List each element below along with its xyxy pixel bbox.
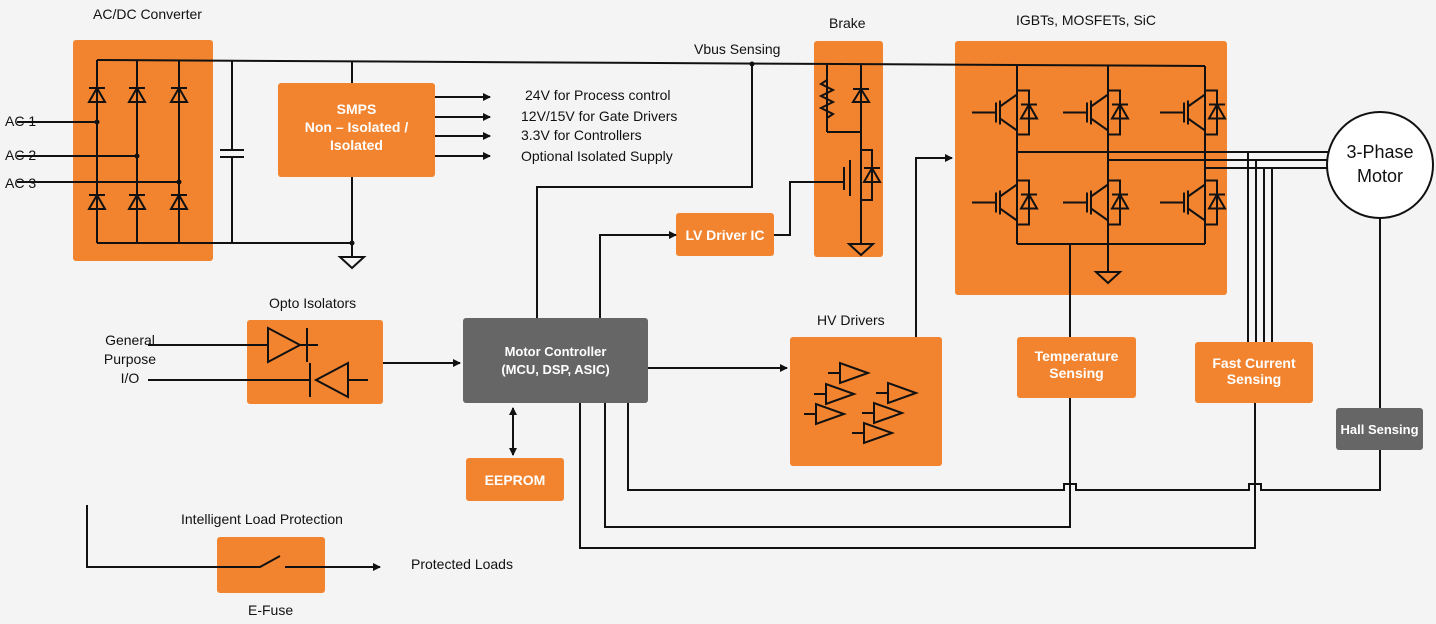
output-12v: 12V/15V for Gate Drivers — [521, 108, 678, 124]
current-sensing-label: Fast Current Sensing — [1212, 355, 1296, 387]
igbt-symbol — [1063, 179, 1130, 226]
protected-loads-label: Protected Loads — [411, 556, 513, 572]
output-24v: 24V for Process control — [525, 87, 671, 103]
ac1-label: AC 1 — [5, 113, 37, 129]
lv-driver-block — [676, 213, 774, 256]
efuse-block — [217, 537, 325, 593]
eeprom-block — [466, 458, 564, 501]
igbt-symbol — [1160, 89, 1227, 136]
output-3v3: 3.3V for Controllers — [521, 127, 642, 143]
ac3-label: AC 3 — [5, 175, 37, 191]
igbt-symbol — [1063, 89, 1130, 136]
brake-label: Brake — [829, 15, 866, 31]
hv-drivers-title: HV Drivers — [817, 312, 885, 328]
igbt-symbol — [1160, 179, 1227, 226]
temperature-sensing-label: Temperature Sensing — [1034, 348, 1119, 381]
acdc-converter-block — [73, 40, 213, 261]
ac2-label: AC 2 — [5, 147, 37, 163]
acdc-title: AC/DC Converter — [93, 6, 202, 22]
ilp-title: Intelligent Load Protection — [181, 511, 343, 527]
eeprom-label: EEPROM — [484, 471, 546, 488]
temperature-sensing-block — [1017, 337, 1136, 398]
lv-driver-label: LV Driver IC — [685, 226, 765, 243]
gpio-label: General Purpose I/O — [103, 332, 157, 386]
motor-controller-block: Motor Controller (MCU, DSP, ASIC) — [463, 318, 648, 403]
vbus-label: Vbus Sensing — [694, 41, 781, 57]
hall-sensing-block: Hall Sensing — [1336, 408, 1423, 450]
igbt-symbol — [972, 89, 1039, 136]
igbt-symbol — [972, 179, 1039, 226]
power-stage-label: IGBTs, MOSFETs, SiC — [1016, 12, 1157, 28]
motor-label: 3-Phase Motor — [1346, 142, 1414, 186]
opto-title: Opto Isolators — [269, 295, 357, 311]
smps-block — [278, 83, 435, 177]
efuse-label: E-Fuse — [248, 602, 294, 618]
smps-label: SMPS Non – Isolated / Isolated — [304, 101, 409, 153]
power-stage-block — [955, 41, 1227, 295]
current-sensing-block — [1195, 342, 1313, 403]
output-isolated: Optional Isolated Supply — [521, 148, 673, 164]
hv-drivers-block — [790, 337, 942, 466]
